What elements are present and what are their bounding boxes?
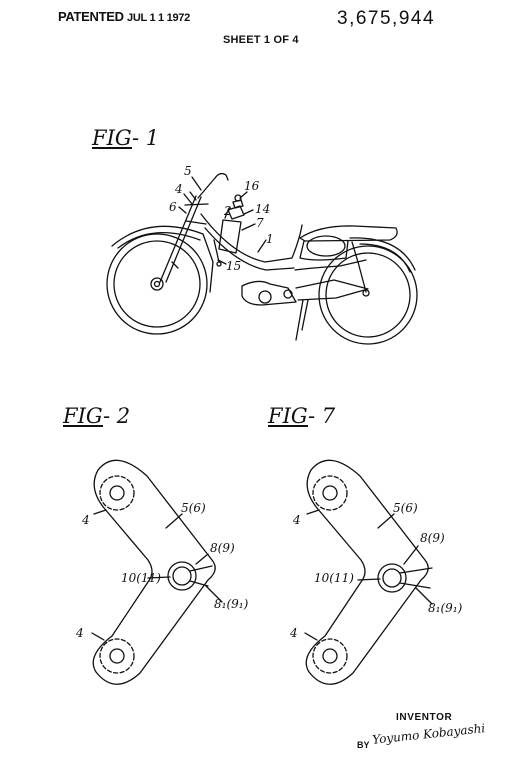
- fig-7-prefix: FIG: [268, 404, 309, 428]
- fig2-label-5-6: 5(6): [181, 501, 206, 515]
- label-4: 4: [174, 182, 183, 196]
- fig7-label-5-6: 5(6): [393, 501, 418, 515]
- label-16: 16: [244, 179, 260, 193]
- patented-date: PATENTED JUL 1 1 1972: [58, 9, 190, 24]
- sheet-number: SHEET 1 OF 4: [223, 34, 299, 46]
- fig7-label-8-9: 8(9): [420, 531, 445, 545]
- label-6: 6: [169, 200, 177, 214]
- fig-2-link-plate: [91, 459, 223, 685]
- fuel-tank: [306, 235, 346, 257]
- fig2-label-10-11: 10(11): [121, 571, 161, 585]
- fig2-label-4-top: 4: [81, 513, 90, 527]
- patent-number: 3,675,944: [337, 8, 436, 29]
- fig-2-title: FIG- 2: [63, 404, 130, 428]
- inventor-label: INVENTOR: [396, 712, 453, 723]
- fig-2-prefix: FIG: [63, 404, 104, 428]
- fig-1-title: FIG- 1: [92, 126, 159, 150]
- engine: [241, 280, 297, 306]
- frame-backbone: [200, 213, 303, 263]
- fig2-label-4-bottom: 4: [75, 626, 84, 640]
- by-label: BY: [357, 740, 370, 750]
- front-fender: [111, 225, 214, 293]
- fig-7-link-plate: [304, 459, 433, 685]
- label-15: 15: [226, 259, 241, 273]
- fig-1-prefix: FIG: [92, 126, 133, 150]
- patented-label: PATENTED: [58, 9, 124, 24]
- fig-7-title: FIG- 7: [268, 404, 335, 428]
- fig7-label-4-bottom: 4: [289, 626, 298, 640]
- label-1: 1: [266, 232, 274, 246]
- steering-column: [218, 219, 242, 254]
- kickstand: [295, 299, 304, 341]
- fig2-label-81-91: 8₁(9₁): [214, 597, 249, 611]
- label-2: 2: [223, 204, 232, 218]
- label-14: 14: [255, 202, 270, 216]
- fig-1-num: - 1: [132, 126, 160, 150]
- motorcycle-drawing: [106, 172, 418, 345]
- fig7-label-10-11: 10(11): [314, 571, 354, 585]
- fig2-label-8-9: 8(9): [210, 541, 235, 555]
- front-hub: [150, 277, 164, 291]
- patent-date: JUL 1 1 1972: [127, 12, 190, 24]
- rear-wheel: [318, 245, 418, 345]
- front-wheel: [106, 233, 208, 335]
- fig-2-num: - 2: [103, 404, 131, 428]
- fig7-label-81-91: 8₁(9₁): [428, 601, 463, 615]
- label-5: 5: [184, 164, 192, 178]
- rear-fender: [349, 237, 416, 271]
- handlebar: [197, 172, 229, 199]
- seat: [299, 225, 398, 242]
- label-7: 7: [256, 216, 264, 230]
- fig7-label-4-top: 4: [292, 513, 301, 527]
- fig-7-num: - 7: [308, 404, 336, 428]
